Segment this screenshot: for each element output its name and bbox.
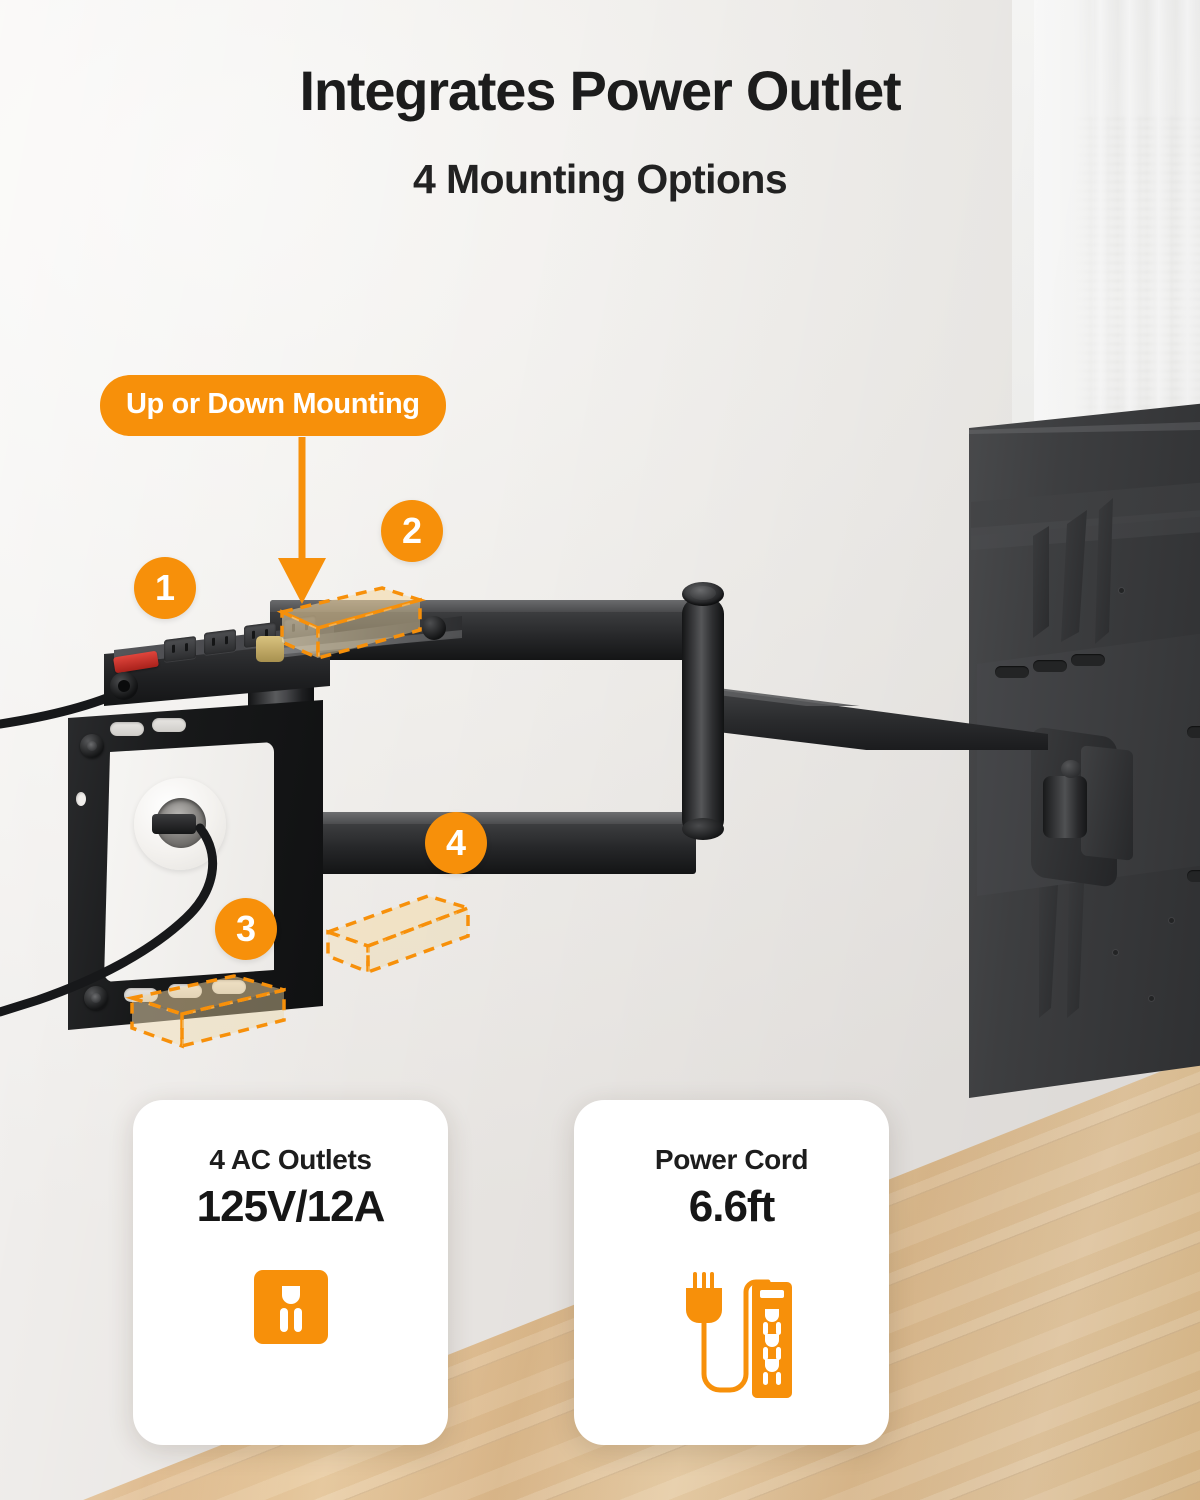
feature-card-ac-outlets: 4 AC Outlets 125V/12A bbox=[133, 1100, 448, 1445]
joint-tension-knob bbox=[1061, 760, 1081, 778]
power-strip-socket bbox=[164, 636, 196, 662]
vesa-slot bbox=[995, 666, 1029, 678]
highlight-prism-top bbox=[262, 578, 427, 664]
step-badge-4: 4 bbox=[425, 812, 487, 874]
joint-cylinder bbox=[1043, 776, 1087, 838]
step-badge-1: 1 bbox=[134, 557, 196, 619]
tv-screw bbox=[1113, 950, 1118, 955]
wall-plate-bolt-bottom bbox=[84, 986, 108, 1010]
card-title: Power Cord bbox=[654, 1144, 809, 1175]
mount-arm-lower-bar-highlight bbox=[270, 812, 696, 824]
page-subtitle: 4 Mounting Options bbox=[412, 156, 788, 202]
clamp-nut bbox=[256, 636, 284, 662]
vesa-slot bbox=[1071, 654, 1105, 666]
badge-label: 4 bbox=[445, 822, 467, 863]
page-title: Integrates Power Outlet bbox=[299, 59, 902, 122]
vesa-slot bbox=[1187, 870, 1200, 882]
feature-card-power-cord: Power Cord 6.6ft bbox=[574, 1100, 889, 1445]
wall-plate-slot bbox=[152, 718, 186, 732]
badge-label: 3 bbox=[235, 908, 257, 949]
mount-arm-outer-segment bbox=[718, 686, 1048, 786]
pivot-top-cap-inner bbox=[690, 586, 716, 600]
wall-plate-bolt-top bbox=[80, 734, 104, 758]
vesa-slot bbox=[1033, 660, 1067, 672]
outlet-plug bbox=[152, 814, 196, 834]
power-strip-cord-inlet bbox=[110, 672, 138, 700]
step-badge-2: 2 bbox=[381, 500, 443, 562]
clamp-bolt bbox=[422, 616, 446, 640]
tv-rib-left bbox=[1033, 526, 1049, 638]
card-title: 4 AC Outlets bbox=[209, 1144, 372, 1175]
ac-outlet-icon bbox=[253, 1270, 328, 1344]
tv-screw bbox=[1169, 918, 1174, 923]
tv-rib-right bbox=[1095, 498, 1113, 644]
badge-label: 1 bbox=[154, 567, 176, 608]
power-strip-socket bbox=[204, 629, 236, 655]
tv-screw bbox=[1119, 588, 1124, 593]
tv-screw bbox=[1149, 996, 1154, 1001]
highlight-prism-bottom-left bbox=[118, 962, 288, 1054]
wall-plate-pilot-hole bbox=[76, 792, 86, 806]
vesa-slot bbox=[1187, 726, 1200, 738]
pivot-cylinder bbox=[682, 598, 724, 836]
badge-label: 2 bbox=[401, 510, 423, 551]
pivot-bottom-cap bbox=[682, 818, 724, 840]
mount-arm-pivot bbox=[676, 580, 732, 848]
joint-arm-lug bbox=[1081, 745, 1133, 861]
card-value: 125V/12A bbox=[196, 1182, 386, 1231]
up-or-down-mounting-label: Up or Down Mounting bbox=[100, 375, 446, 436]
power-cord-strip-icon bbox=[668, 1270, 796, 1402]
highlight-prism-bottom-right bbox=[316, 886, 476, 978]
card-value: 6.6ft bbox=[688, 1182, 775, 1231]
step-badge-3: 3 bbox=[215, 898, 277, 960]
tv-swivel-joint bbox=[1025, 712, 1155, 902]
